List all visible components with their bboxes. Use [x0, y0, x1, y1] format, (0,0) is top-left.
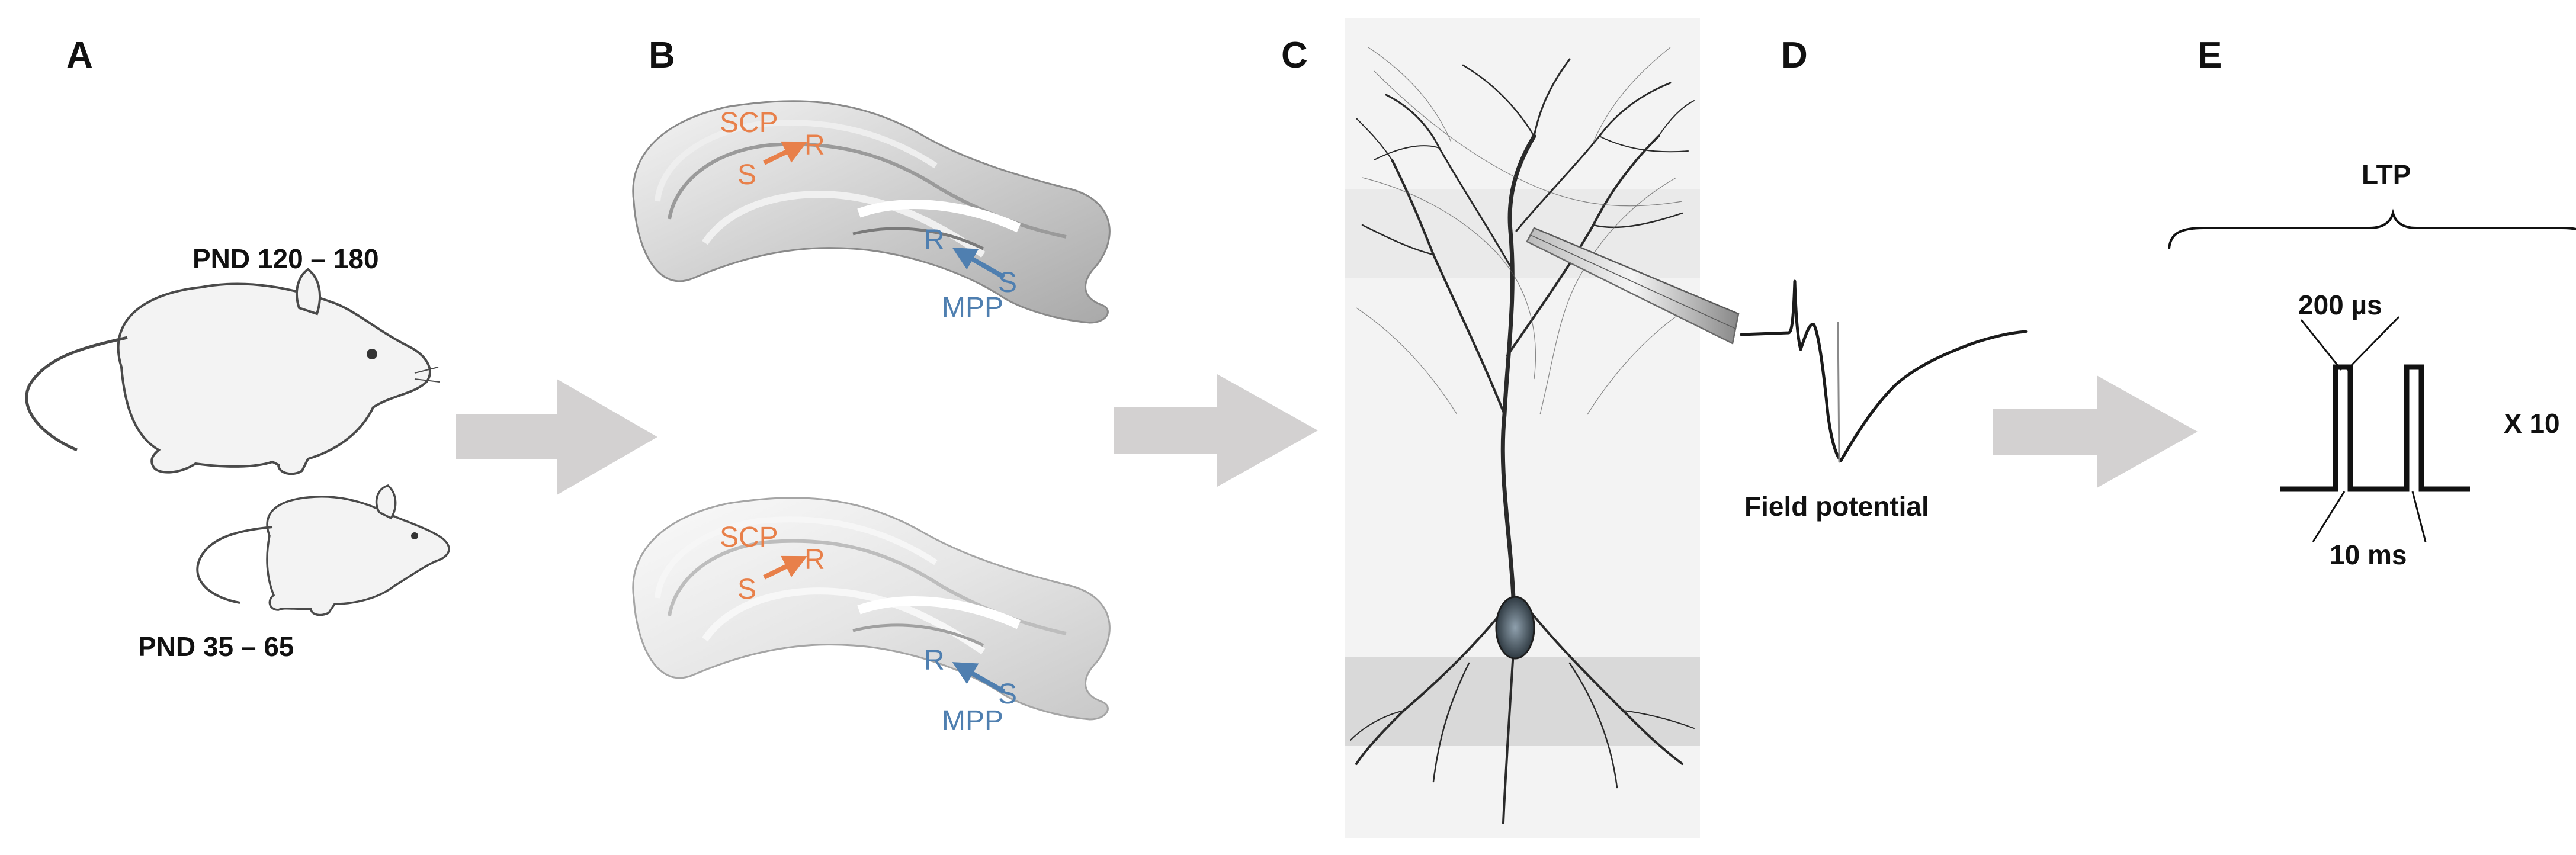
interval-leader-right — [2411, 491, 2427, 542]
scp-s-label: S — [737, 574, 757, 605]
hippocampal-slice-icon — [632, 497, 1111, 721]
mpp-arrow-top — [952, 247, 1005, 279]
electrode-icon — [1526, 227, 1740, 345]
scp-label: SCP — [720, 107, 778, 139]
adult-age-label: PND 120 – 180 — [193, 243, 379, 274]
scp-r-label: R — [804, 544, 825, 576]
pulse-width-leader-right — [2346, 316, 2400, 371]
mpp-label: MPP — [942, 705, 1004, 737]
interval-label: 10 ms — [2330, 539, 2407, 570]
mpp-r-label: R — [924, 645, 945, 676]
panel-label-b: B — [649, 35, 675, 76]
hippocampal-slice-icon — [632, 100, 1111, 324]
rat-young-icon — [196, 484, 450, 616]
neuron-icon — [1345, 18, 1700, 838]
rat-adult-icon — [25, 268, 440, 475]
scp-arrow-top — [763, 141, 807, 165]
flow-arrow-icon — [1993, 375, 2198, 488]
mpp-arrow-bottom — [952, 662, 1005, 694]
pulse-width-label: 200 µs — [2298, 290, 2382, 320]
mpp-r-label: R — [924, 224, 945, 256]
ltp-label: LTP — [2362, 159, 2411, 190]
flow-arrow-icon — [1114, 374, 1318, 487]
mpp-s-label: S — [998, 679, 1018, 710]
panel-label-c: C — [1281, 35, 1308, 76]
field-potential-caption: Field potential — [1744, 491, 1929, 522]
flow-arrow-icon — [456, 379, 657, 495]
stimulus-pulse-train — [2280, 364, 2470, 492]
mpp-label: MPP — [942, 292, 1004, 323]
pulse-width-leader-left — [2300, 319, 2343, 371]
panel-label-d: D — [1781, 35, 1808, 76]
field-potential-trace — [1740, 279, 2028, 463]
panel-label-e: E — [2198, 35, 2222, 76]
mpp-s-label: S — [998, 267, 1018, 298]
young-age-label: PND 35 – 65 — [138, 631, 294, 662]
scp-arrow-bottom — [763, 555, 807, 580]
ltp-bracket — [2168, 208, 2576, 249]
repeat-count-label: X 10 — [2504, 408, 2560, 439]
interval-leader-left — [2312, 491, 2346, 542]
scp-label: SCP — [720, 522, 778, 553]
panel-label-a: A — [66, 35, 93, 76]
scp-r-label: R — [804, 130, 825, 161]
scp-s-label: S — [737, 159, 757, 191]
